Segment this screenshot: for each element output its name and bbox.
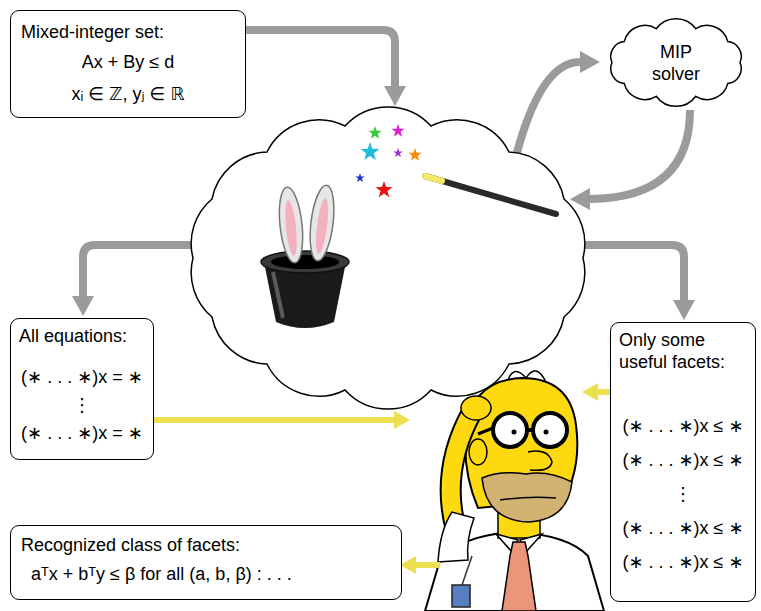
cloud-outline-path bbox=[611, 19, 741, 107]
heading-text: Recognized class of facets: bbox=[21, 534, 391, 556]
heading-text: Mixed-integer set: bbox=[21, 21, 235, 43]
figure-muzzle bbox=[482, 473, 572, 522]
rabbit-ear-inner bbox=[314, 198, 331, 255]
star bbox=[393, 148, 403, 157]
insight-arrow bbox=[598, 389, 610, 395]
figure-sleeve bbox=[438, 512, 474, 562]
flow-arrow bbox=[590, 110, 690, 199]
figure-hand bbox=[461, 396, 491, 420]
formula-text: xᵢ ∈ ℤ, yⱼ ∈ ℝ bbox=[21, 81, 235, 107]
heading-text: Only some useful facets: bbox=[619, 329, 747, 373]
star bbox=[355, 173, 365, 182]
flow-arrow bbox=[578, 245, 684, 300]
glasses-bridge bbox=[527, 428, 533, 432]
thinker-figure bbox=[425, 371, 604, 611]
star bbox=[408, 148, 421, 161]
hat-highlight bbox=[273, 272, 283, 318]
star bbox=[368, 126, 381, 139]
figure-pupil bbox=[544, 430, 549, 435]
heading-text: All equations: bbox=[19, 325, 145, 347]
flow-arrow bbox=[515, 62, 580, 160]
magic-hat bbox=[261, 184, 349, 328]
rabbit-ear bbox=[306, 184, 337, 262]
formula-text: ⋮ bbox=[619, 477, 747, 511]
formula-text: (∗ . . . ∗)x ≤ ∗ bbox=[619, 545, 747, 579]
magic-cloud bbox=[191, 107, 585, 409]
magic-stars bbox=[355, 124, 421, 197]
glasses-lens bbox=[533, 413, 567, 447]
facet-class-box: Recognized class of facets: aᵀx + bᵀy ≤ β… bbox=[10, 525, 402, 600]
figure-hair bbox=[508, 371, 546, 382]
formula-text: Ax + By ≤ d bbox=[21, 49, 235, 75]
equations-box: All equations: (∗ . . . ∗)x = ∗⋮(∗ . . . … bbox=[10, 318, 154, 460]
formula-text: (∗ . . . ∗)x ≤ ∗ bbox=[619, 511, 747, 545]
rabbit-ear-inner bbox=[283, 200, 299, 257]
formula-text: ⋮ bbox=[19, 391, 145, 419]
formula-text: (∗ . . . ∗)x ≤ ∗ bbox=[619, 443, 747, 477]
star bbox=[360, 142, 379, 160]
star bbox=[375, 181, 392, 197]
star bbox=[391, 124, 404, 137]
flow-arrow bbox=[83, 245, 200, 296]
rabbit-ear bbox=[276, 186, 306, 264]
wand-stick bbox=[425, 176, 556, 214]
figure-mouth bbox=[500, 497, 556, 500]
magic-wand bbox=[425, 176, 556, 214]
hat-opening bbox=[271, 255, 339, 269]
input-box: Mixed-integer set: Ax + By ≤ d xᵢ ∈ ℤ, yⱼ … bbox=[10, 10, 246, 118]
flow-arrow bbox=[242, 30, 395, 86]
facets-box: Only some useful facets: (∗ . . . ∗)x ≤ ∗… bbox=[610, 322, 756, 602]
figure-badge bbox=[452, 585, 470, 607]
glasses-arm bbox=[478, 428, 493, 434]
figure-tie bbox=[502, 542, 536, 611]
formula-text: aᵀx + bᵀy ≤ β for all (a, b, β) : . . . bbox=[21, 560, 391, 588]
figure-pupil bbox=[512, 430, 517, 435]
glasses-lens bbox=[493, 413, 527, 447]
solver-cloud: MIP solver bbox=[600, 15, 752, 110]
formula-text: (∗ . . . ∗)x ≤ ∗ bbox=[619, 409, 747, 443]
wand-tip bbox=[425, 176, 442, 181]
figure-ear bbox=[469, 439, 487, 465]
insight-arrow bbox=[150, 417, 394, 423]
formula-text: (∗ . . . ∗)x = ∗ bbox=[19, 363, 145, 391]
hat-brim bbox=[261, 251, 349, 273]
heading-text: MIP solver bbox=[640, 41, 712, 85]
figure-nose bbox=[528, 451, 552, 470]
insight-arrow bbox=[416, 562, 440, 568]
cloud-outline bbox=[600, 15, 752, 110]
formula-text: (∗ . . . ∗)x = ∗ bbox=[19, 419, 145, 447]
